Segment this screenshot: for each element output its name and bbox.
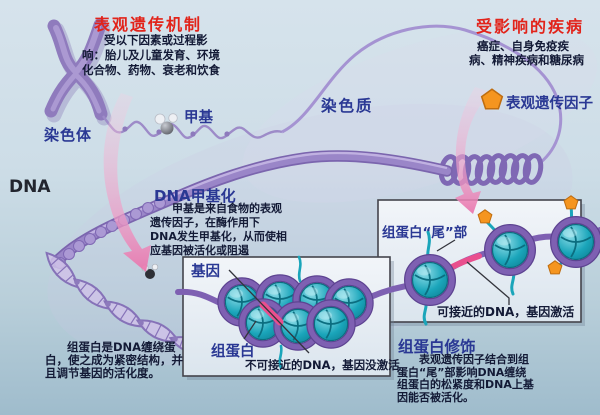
chromosome-label: 染色体 [44, 126, 93, 144]
histone-tail-label: 组蛋白“尾”部 [382, 225, 468, 241]
intro-line: 响：胎儿及儿童发育、环境 [82, 48, 220, 62]
methylation-line: 甲基是来自食物的表观 [172, 202, 282, 215]
modification-title: 组蛋白修饰 [398, 338, 476, 356]
diagram-title-left: 表观遗传机制 [94, 15, 203, 34]
modification-line: 组蛋白的松紧度和DNA上基 [397, 378, 534, 391]
histone-info-paragraph: 组蛋白是DNA缠绕蛋 白，使之成为紧密结构，并 且调节基因的活化度。 [45, 341, 183, 380]
methyl-label: 甲基 [184, 110, 213, 126]
intro-line: 化合物、药物、衰老和饮食 [82, 63, 220, 77]
chromatin-label: 染色质 [321, 97, 374, 115]
tail-pointer-line [436, 239, 456, 252]
factor-arrow [455, 87, 491, 214]
chromatin-coil [438, 153, 544, 186]
chromosome-illustration [44, 18, 112, 126]
diseases-line: 癌症、自身免疫疾 [477, 39, 569, 53]
methylation-line: 遗传因子，在酶作用下 [150, 216, 260, 229]
accessible-pointer-line [466, 261, 510, 305]
chromatin-loop [281, 24, 563, 165]
dna-label: DNA [9, 177, 51, 197]
histone-info-line: 组蛋白是DNA缠绕蛋 [67, 340, 176, 354]
pointer-lines [228, 239, 510, 354]
diagram-title-right: 受影响的疾病 [476, 17, 585, 36]
histone-label: 组蛋白 [211, 344, 255, 360]
histone-info-line: 白，使之成为紧密结构，并 [45, 353, 183, 367]
chromatin-squiggle [102, 115, 283, 140]
methylation-paragraph: 甲基是来自食物的表观 遗传因子，在酶作用下 DNA发生甲基化，从而使相 应基因被… [150, 202, 287, 258]
flow-arrows [103, 87, 491, 272]
methylation-line: DNA发生甲基化，从而使相 [150, 230, 287, 243]
histone-pointer-line [243, 320, 257, 340]
diseases-line: 病、精神疾病和糖尿病 [469, 53, 584, 67]
modification-line: 表观遗传因子结合到组 [419, 353, 529, 366]
methylation-title: DNA甲基化 [154, 187, 236, 205]
modification-line: 因能否被活化。 [397, 390, 474, 404]
methylation-line: 应基因被活化或阻遏 [150, 244, 249, 257]
intro-line: 受以下因素或过程影 [104, 33, 208, 47]
histone-info-line: 且调节基因的活化度。 [45, 366, 160, 380]
inaccessible-dna-caption: 不可接近的DNA，基因没激活 [245, 358, 400, 372]
nucleosome-spread [408, 195, 600, 326]
accessible-dna-caption: 可接近的DNA，基因激活 [437, 305, 575, 319]
diseases-paragraph: 癌症、自身免疫疾 病、精神疾病和糖尿病 [469, 39, 584, 67]
gene-segment-active [449, 253, 482, 270]
gene-label: 基因 [191, 264, 220, 280]
gene-pointer-line [228, 269, 310, 354]
intro-factors-paragraph: 受以下因素或过程影 响：胎儿及儿童发育、环境 化合物、药物、衰老和饮食 [82, 33, 220, 78]
methyl-molecule-icon [154, 113, 178, 135]
epigenetic-factor-label: 表观遗传因子 [506, 96, 593, 112]
modification-line: 蛋白“尾”部影响DNA缠绕 [397, 365, 527, 379]
modification-paragraph: 表观遗传因子结合到组 蛋白“尾”部影响DNA缠绕 组蛋白的松紧度和DNA上基 因… [397, 353, 534, 404]
dna-helix [39, 246, 218, 363]
methylation-arrow [103, 93, 151, 272]
